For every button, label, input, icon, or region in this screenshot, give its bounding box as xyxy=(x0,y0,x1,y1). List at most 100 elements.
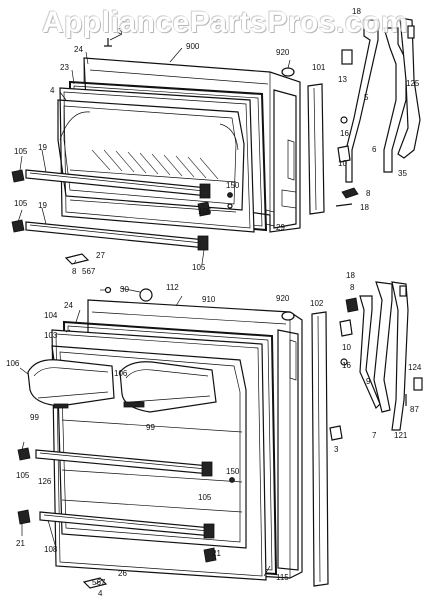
freezer-hinge-slot xyxy=(287,139,295,181)
screw-30 xyxy=(104,286,112,294)
label-900: 900 xyxy=(186,42,200,51)
label-16: 16 xyxy=(342,361,351,370)
label-112: 112 xyxy=(166,283,179,292)
bushing-10-upper xyxy=(337,145,351,163)
label-150: 150 xyxy=(226,467,240,476)
label-8: 8 xyxy=(72,267,77,276)
label-126: 126 xyxy=(38,477,52,486)
label-4: 4 xyxy=(50,86,55,95)
shim-8-upper xyxy=(341,187,359,199)
label-7: 7 xyxy=(372,431,377,440)
label-10: 10 xyxy=(338,159,347,168)
label-125: 125 xyxy=(406,79,420,88)
label-99: 99 xyxy=(146,423,155,432)
screw-150 xyxy=(227,192,233,198)
label-106: 106 xyxy=(6,359,20,368)
label-19: 19 xyxy=(38,201,47,210)
label-27: 27 xyxy=(96,251,105,260)
label-567: 567 xyxy=(82,267,96,276)
label-105: 105 xyxy=(14,199,28,208)
label-105: 105 xyxy=(192,263,206,272)
pin-124 xyxy=(413,377,423,391)
wedge-27 xyxy=(64,253,90,265)
label-21: 21 xyxy=(212,549,221,558)
label-18: 18 xyxy=(346,271,355,280)
label-150: 150 xyxy=(226,181,240,190)
fresh-food-door-assembly xyxy=(17,286,329,589)
label-101: 101 xyxy=(312,63,326,72)
label-18: 18 xyxy=(360,203,369,212)
label-8: 8 xyxy=(366,189,371,198)
label-8: 8 xyxy=(350,283,355,292)
label-124: 124 xyxy=(408,363,422,372)
label-9: 9 xyxy=(366,377,371,386)
breaker-strip-102 xyxy=(311,311,329,587)
door-bin-99-left xyxy=(27,359,115,407)
label-115: 115 xyxy=(276,573,289,582)
bar-end-cap-upper xyxy=(199,183,211,199)
label-103: 103 xyxy=(44,331,58,340)
label-910: 910 xyxy=(202,295,216,304)
shim-8-lower xyxy=(345,297,359,313)
bushing-10-lower xyxy=(339,319,353,337)
hinge-6 xyxy=(383,27,407,173)
label-5: 5 xyxy=(364,93,369,102)
label-16: 16 xyxy=(340,129,349,138)
label-105: 105 xyxy=(14,147,28,156)
label-104: 104 xyxy=(44,311,58,320)
freezer-shelf-hatching xyxy=(91,149,219,180)
label-87: 87 xyxy=(410,405,419,414)
label-24: 24 xyxy=(74,45,83,54)
label-105: 105 xyxy=(198,493,212,502)
label-102: 102 xyxy=(310,299,324,308)
label-19: 19 xyxy=(38,143,47,152)
hinge-121 xyxy=(391,281,409,431)
label-23: 23 xyxy=(60,63,69,72)
label-920: 920 xyxy=(276,294,290,303)
label-29: 29 xyxy=(276,223,285,232)
upper-hinge-hardware xyxy=(335,17,421,207)
label-13: 13 xyxy=(338,75,347,84)
label-99: 99 xyxy=(30,413,39,422)
label-106: 106 xyxy=(114,369,128,378)
breaker-strip-101 xyxy=(307,83,325,215)
leader-lines xyxy=(17,33,291,585)
label-35: 35 xyxy=(398,169,407,178)
label-10: 10 xyxy=(342,343,351,352)
end-cap-105-c xyxy=(17,447,31,461)
label-105: 105 xyxy=(198,207,212,216)
bar-end-cap-lower xyxy=(197,235,209,251)
label-567: 567 xyxy=(92,578,106,587)
label-4: 4 xyxy=(98,589,103,598)
plug-112 xyxy=(139,288,153,302)
label-30: 30 xyxy=(120,285,129,294)
label-105: 105 xyxy=(16,471,30,480)
site-watermark: AppliancePartsPros.com xyxy=(41,6,409,39)
end-cap-21-b xyxy=(203,547,217,563)
label-3: 3 xyxy=(334,445,339,454)
hinge-35 xyxy=(397,17,421,159)
hinge-bracket-5 xyxy=(345,19,379,183)
label-18: 18 xyxy=(352,7,361,16)
lower-hinge-hardware xyxy=(329,281,423,441)
label-920: 920 xyxy=(276,48,290,57)
freezer-door-assembly xyxy=(11,38,325,265)
label-26: 26 xyxy=(118,569,127,578)
screw-16-upper xyxy=(340,116,348,124)
label-108: 108 xyxy=(44,545,58,554)
label-121: 121 xyxy=(394,431,408,440)
end-cap-21-a xyxy=(17,509,31,525)
plug-920-lower xyxy=(281,311,295,321)
label-3: 3 xyxy=(118,27,123,36)
wedge-26 xyxy=(82,577,108,589)
label-6: 6 xyxy=(372,145,377,154)
hinge-pin-13 xyxy=(341,49,353,65)
end-cap-105-a xyxy=(11,169,25,183)
label-24: 24 xyxy=(64,301,73,310)
hinge-7 xyxy=(373,281,393,413)
label-21: 21 xyxy=(16,539,25,548)
plug-920 xyxy=(281,67,295,77)
screw-150-lower xyxy=(229,477,235,483)
